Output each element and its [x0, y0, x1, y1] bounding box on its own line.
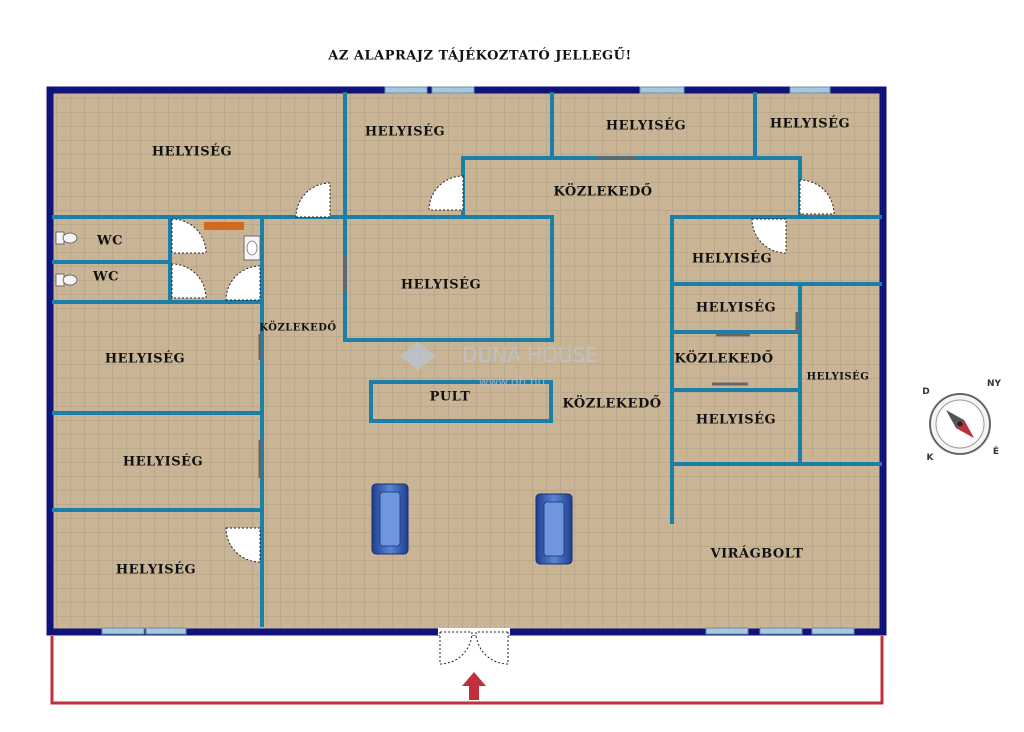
compass-letter: É	[993, 445, 999, 457]
room-label: HELYISÉG	[692, 251, 772, 267]
sink-icon	[243, 235, 261, 261]
svg-text:DUNA HOUSE: DUNA HOUSE	[462, 343, 598, 367]
floor-area	[52, 92, 882, 632]
toilet-icon	[55, 273, 78, 287]
compass-letter: NY	[987, 379, 1002, 389]
plan-title: AZ ALAPRAJZ TÁJÉKOZTATÓ JELLEGŰ!	[327, 47, 631, 64]
compass-letter: D	[922, 387, 929, 397]
windows-bottom	[101, 627, 855, 635]
sofa-icon	[535, 493, 573, 565]
counter-icon	[204, 222, 244, 230]
room-label: HELYISÉG	[365, 124, 445, 140]
room-label: HELYISÉG	[696, 412, 776, 428]
windows-top	[384, 86, 831, 94]
room-label: HELYISÉG	[152, 144, 232, 160]
room-label: KÖZLEKEDŐ	[674, 350, 773, 367]
room-label: KÖZLEKEDŐ	[553, 183, 652, 200]
interior-doors	[171, 175, 835, 563]
toilet-icon	[55, 231, 78, 245]
room-label: WC	[96, 234, 123, 249]
room-label: HELYISÉG	[770, 116, 850, 132]
terrace-outline	[50, 636, 884, 705]
sofa-icon	[371, 483, 409, 555]
room-label: HELYISÉG	[123, 454, 203, 470]
room-label: HELYISÉG	[696, 300, 776, 316]
room-label: PULT	[430, 390, 471, 405]
entrance-arrow-icon	[462, 672, 486, 700]
room-label: KÖZLEKEDŐ	[562, 395, 661, 412]
room-label: VIRÁGBOLT	[710, 546, 804, 562]
compass-icon: D NY K É	[922, 379, 1001, 463]
svg-text:www.dh.hu: www.dh.hu	[479, 375, 545, 389]
inner-walls	[52, 92, 882, 627]
entrance-door	[438, 628, 510, 665]
room-label: HELYISÉG	[606, 118, 686, 134]
room-label: HELYISÉG	[401, 277, 481, 293]
room-label: HELYISÉG	[807, 371, 870, 383]
watermark-logo: DUNA HOUSE www.dh.hu	[400, 342, 598, 389]
room-label: HELYISÉG	[105, 351, 185, 367]
room-label: WC	[92, 270, 119, 285]
sliding-doors	[258, 156, 799, 478]
room-label: HELYISÉG	[116, 562, 196, 578]
compass-letter: K	[927, 453, 935, 463]
room-label: KÖZLEKEDŐ	[259, 321, 336, 334]
